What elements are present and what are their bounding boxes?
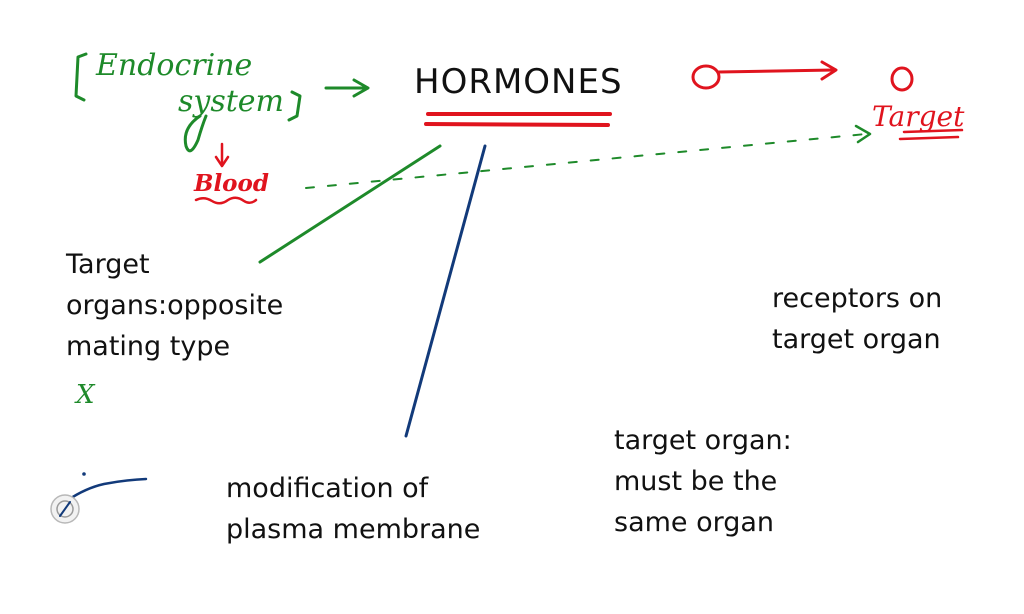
- hormones-underline-2: [424, 122, 610, 127]
- same-organ-label: target organ: must be the same organ: [614, 425, 792, 538]
- pen-dot: [82, 472, 86, 476]
- target-cell-circle: [890, 66, 914, 92]
- blood-to-target-dashed-arrow: [305, 133, 867, 189]
- hormones-to-membrane-line: [404, 144, 487, 438]
- hormones-to-target-organs-line: [258, 144, 442, 264]
- dashed-arrowhead: [854, 124, 872, 144]
- plasma-membrane-label: modification of plasma membrane: [226, 473, 481, 545]
- cross-mark: X: [76, 380, 95, 410]
- pen-cursor-icon: [50, 494, 80, 524]
- target-organs-label: Target organs:opposite mating type: [66, 249, 284, 362]
- hormones-title: HORMONES: [414, 62, 623, 102]
- blood-squiggle: [194, 196, 258, 205]
- endocrine-open-bracket: [74, 52, 88, 102]
- target-label: Target: [872, 100, 965, 133]
- target-underline-2: [898, 135, 960, 141]
- system-descender: [183, 114, 208, 153]
- endocrine-label: Endocrine: [96, 48, 253, 83]
- blood-arrowhead: [214, 155, 230, 168]
- receptors-label: receptors on target organ: [772, 283, 943, 355]
- cell-to-target-arrowhead: [820, 60, 838, 81]
- system-label: system: [178, 84, 284, 119]
- blood-label: Blood: [194, 170, 269, 197]
- cell-to-target-arrow: [717, 68, 836, 74]
- source-cell-circle: [691, 64, 721, 90]
- endocrine-arrowhead: [352, 78, 370, 98]
- endocrine-close-bracket: [287, 90, 302, 122]
